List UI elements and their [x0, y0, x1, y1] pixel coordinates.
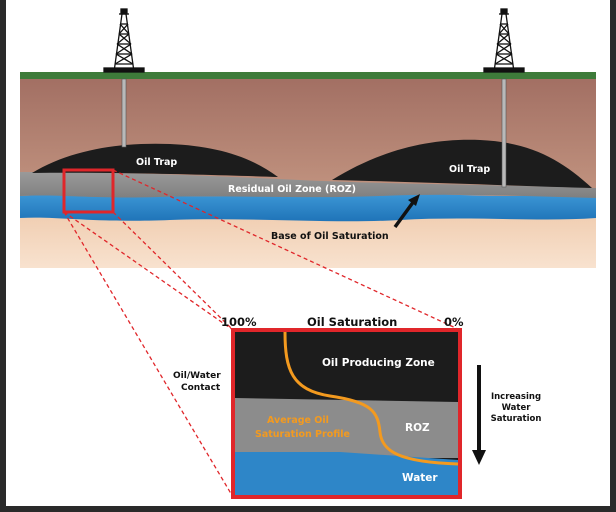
surface-grass [20, 72, 596, 79]
base-saturation-label: Base of Oil Saturation [271, 231, 389, 242]
derrick-right [483, 8, 525, 73]
pct-0-label: 0% [444, 315, 464, 329]
saturation-profile-curve [283, 331, 459, 466]
increasing-arrow-head [472, 450, 486, 465]
selection-box [62, 168, 115, 214]
panel-water-zone [235, 452, 458, 495]
avg-profile-label-line2: Saturation Profile [255, 429, 350, 440]
water-label: Water [402, 472, 438, 484]
oil-trap-right-label: Oil Trap [449, 164, 490, 175]
panel-border [231, 328, 462, 499]
panel-roz-zone [235, 398, 458, 458]
contact-label-line1: Oil/Water [173, 371, 221, 381]
pct-100-label: 100% [221, 315, 257, 329]
callout-connectors [63, 169, 461, 498]
magnified-panel: Oil Producing Zone Average Oil Saturatio… [231, 328, 462, 499]
increasing-label-line3: Saturation [491, 414, 542, 424]
avg-profile-label-line1: Average Oil [267, 415, 329, 426]
contact-label-line2: Contact [181, 383, 221, 393]
oil-trap-right [332, 139, 592, 188]
oil-saturation-label: Oil Saturation [307, 315, 397, 329]
roz-short-label: ROZ [405, 422, 430, 434]
frame-left [0, 0, 6, 512]
water-layer [20, 193, 596, 222]
derrick-left [103, 8, 145, 73]
roz-band [20, 172, 596, 198]
frame-right [610, 0, 616, 512]
roz-label: Residual Oil Zone (ROZ) [228, 184, 356, 195]
well-pipe-right [501, 78, 507, 188]
oil-producing-zone-label: Oil Producing Zone [322, 357, 435, 369]
base-saturation-arrow-head [408, 194, 420, 206]
frame-bottom [0, 506, 616, 512]
increasing-label-line1: Increasing [491, 392, 541, 402]
increasing-label-line2: Water [502, 403, 532, 413]
well-pipe-left [121, 78, 127, 148]
sand-layer [20, 212, 596, 268]
oil-trap-left-label: Oil Trap [136, 157, 177, 168]
base-saturation-arrow-shaft [393, 199, 416, 229]
